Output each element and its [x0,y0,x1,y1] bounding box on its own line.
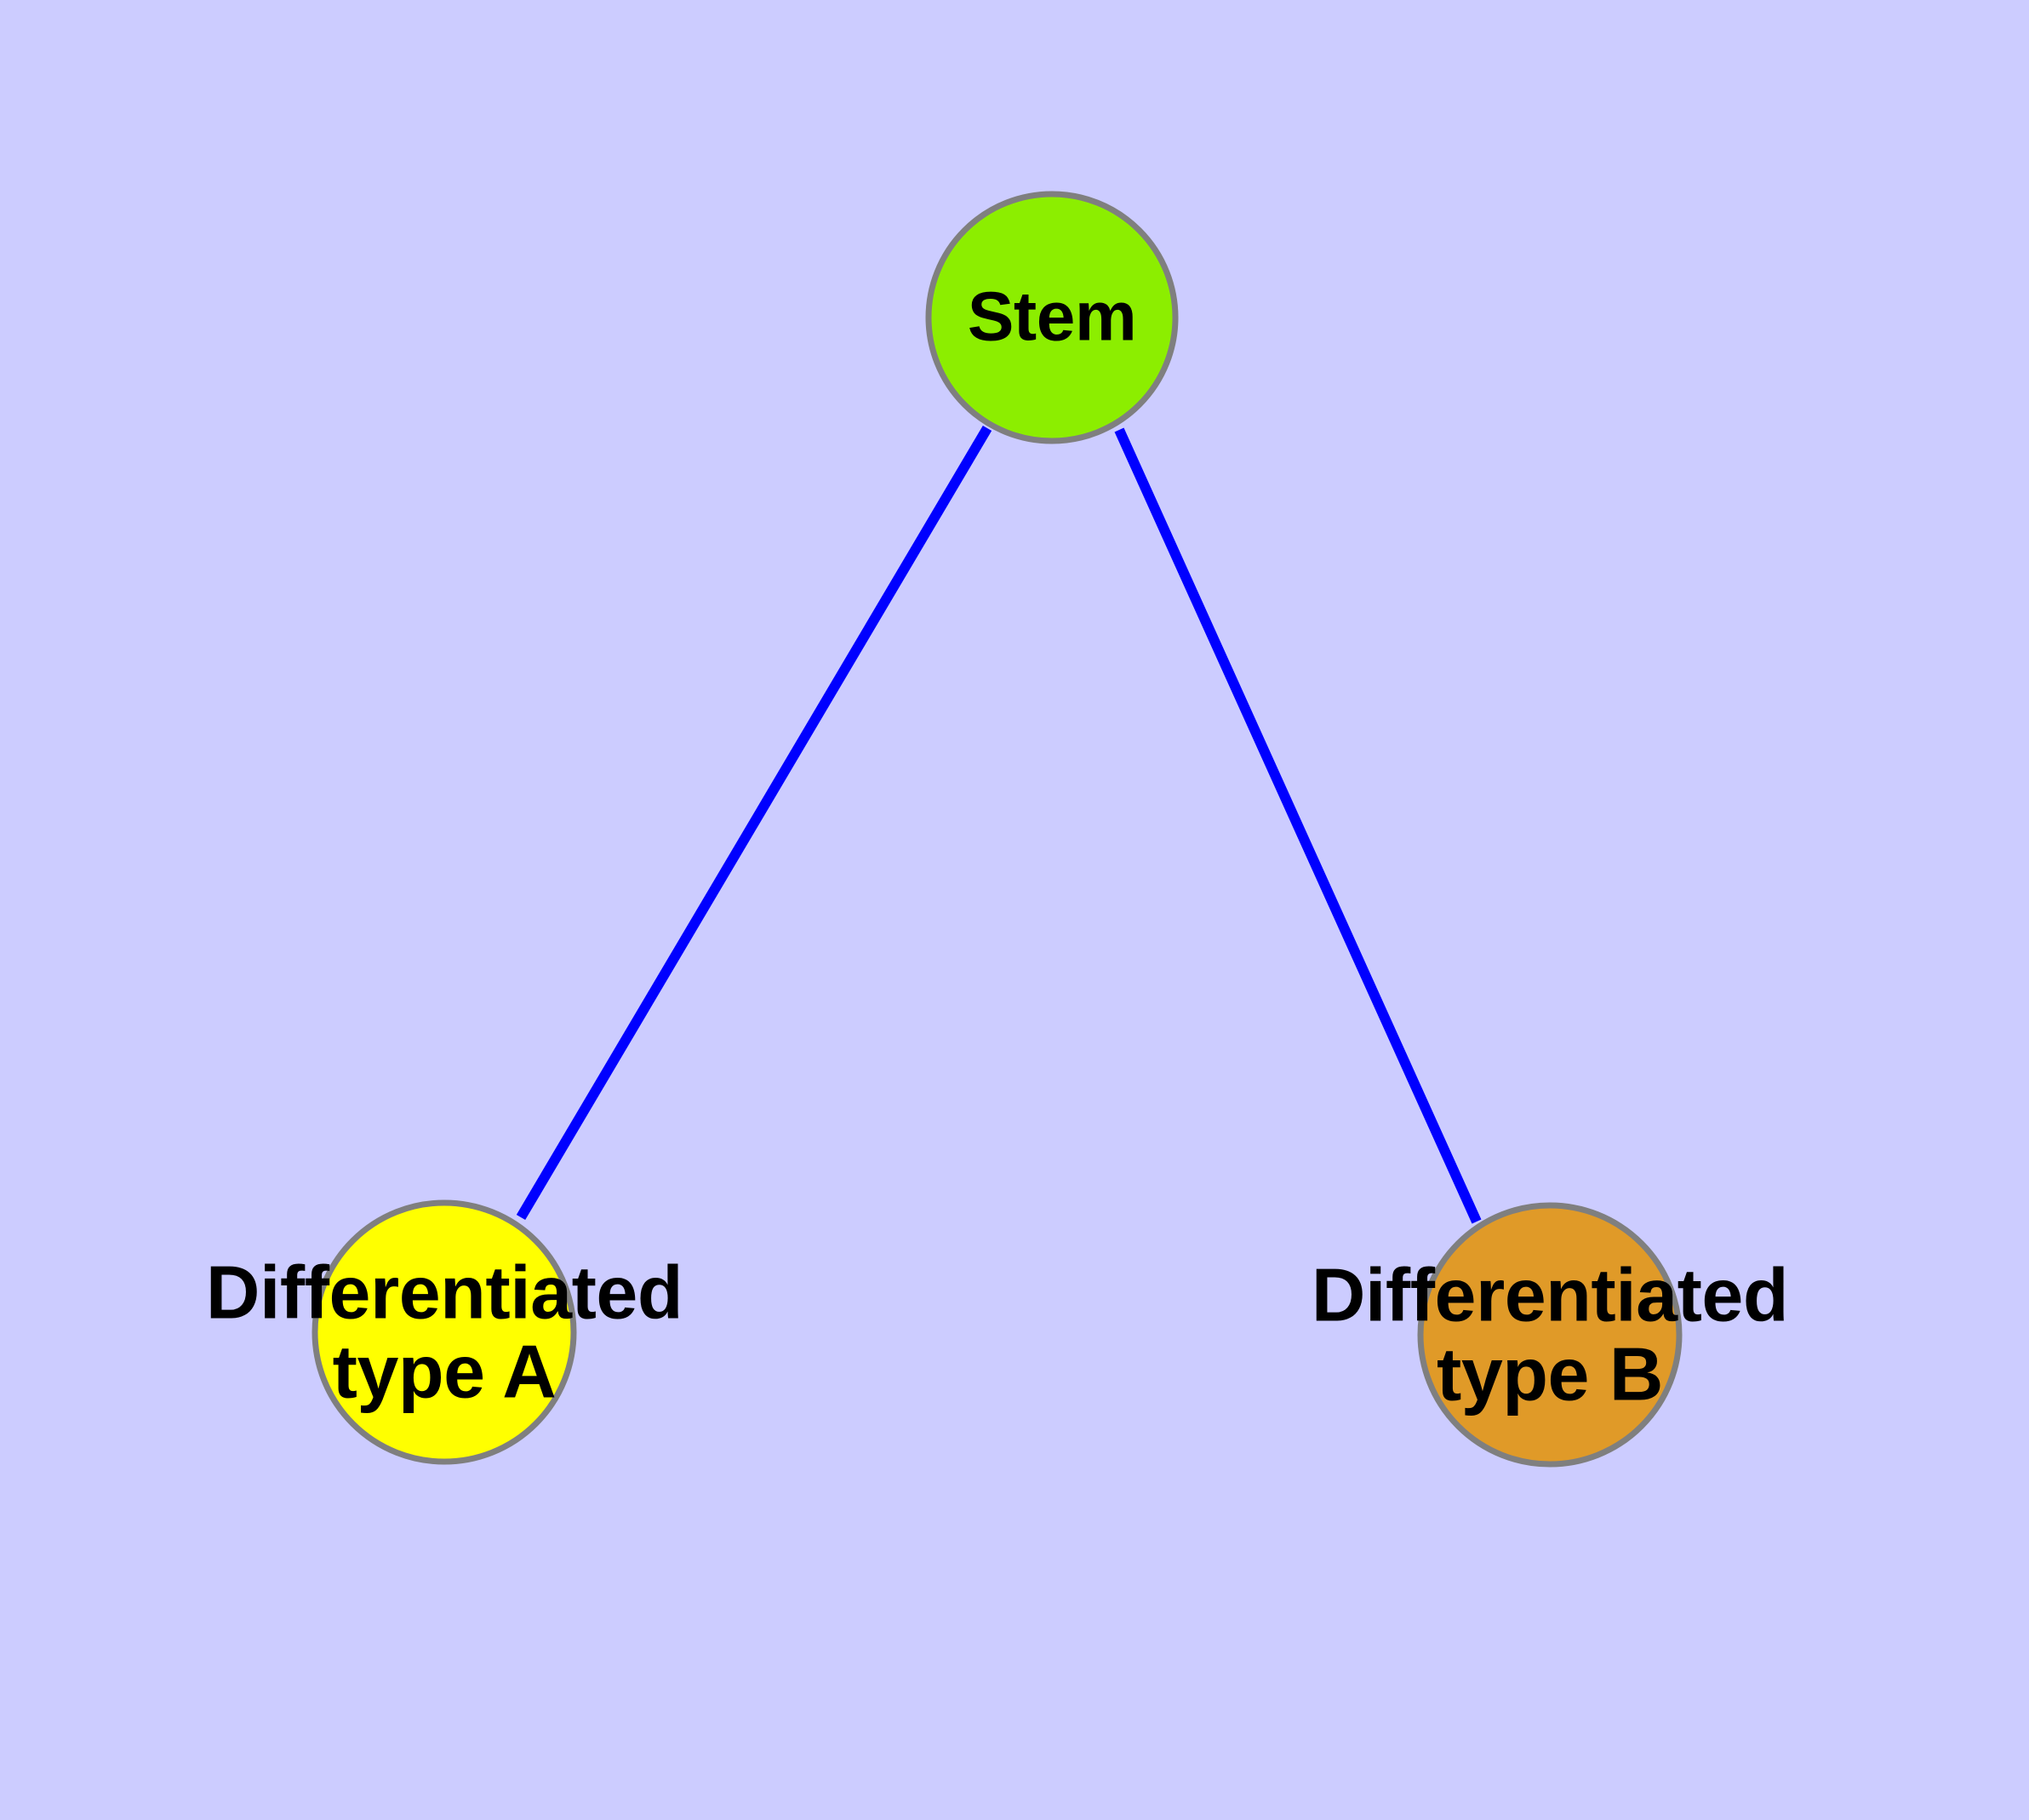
edge-stem-to-diff-b[interactable] [1114,427,1482,1224]
node-stem[interactable] [925,191,1179,444]
edge-layer [516,425,1482,1224]
edge-stem-to-diff-a[interactable] [516,425,992,1221]
node-diff-a[interactable] [311,1199,577,1465]
node-layer [311,191,1683,1468]
node-diff-b[interactable] [1417,1202,1683,1468]
